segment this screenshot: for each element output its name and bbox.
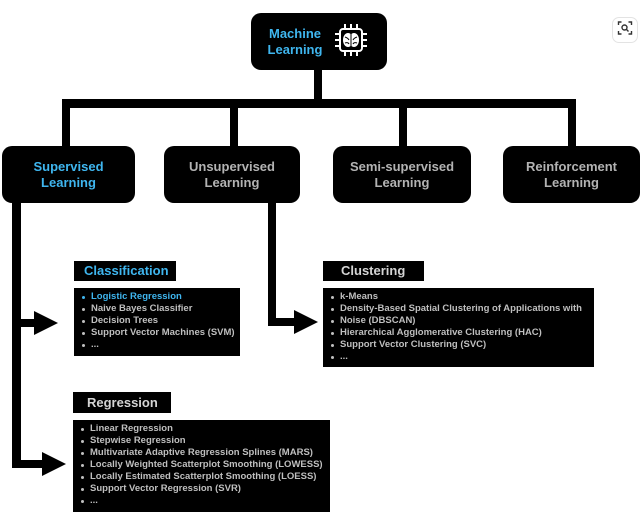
list-item: Locally Estimated Scatterplot Smoothing …: [80, 471, 324, 483]
list-item: ...: [81, 339, 234, 351]
list-item: Decision Trees: [81, 315, 234, 327]
brain-chip-icon: [333, 22, 369, 62]
category-label-line1: Semi-supervised: [349, 158, 455, 174]
category-label-line1: Reinforcement: [525, 158, 618, 174]
list-item: k-Means: [330, 291, 588, 303]
visual-search-icon: [617, 20, 633, 41]
root-node-machine-learning: Machine Learning: [251, 13, 387, 70]
classification-panel: Logistic Regression Naive Bayes Classifi…: [74, 288, 240, 356]
list-item: Hierarchical Agglomerative Clustering (H…: [330, 327, 588, 339]
list-item: Density-Based Spatial Clustering of Appl…: [330, 303, 588, 315]
visual-search-button[interactable]: [612, 17, 638, 43]
category-label-line1: Supervised: [33, 158, 104, 174]
category-label-line2: Learning: [204, 174, 260, 190]
category-reinforcement-learning: Reinforcement Learning: [503, 146, 640, 203]
category-unsupervised-learning: Unsupervised Learning: [164, 146, 300, 203]
list-item: Support Vector Machines (SVM): [81, 327, 235, 339]
clustering-header: Clustering: [323, 261, 424, 281]
list-item: Multivariate Adaptive Regression Splines…: [80, 447, 324, 459]
list-item: Linear Regression: [80, 423, 324, 435]
list-item: Noise (DBSCAN): [330, 315, 588, 327]
root-label-line2: Learning: [267, 41, 323, 57]
list-item: ...: [330, 351, 588, 363]
list-item: Locally Weighted Scatterplot Smoothing (…: [80, 459, 324, 471]
regression-header: Regression: [73, 392, 171, 413]
clustering-panel: k-Means Density-Based Spatial Clustering…: [323, 288, 594, 367]
regression-panel: Linear Regression Stepwise Regression Mu…: [73, 420, 330, 512]
root-label-line1: Machine: [268, 25, 321, 41]
classification-header: Classification: [74, 261, 176, 281]
list-item: Support Vector Regression (SVR): [80, 483, 324, 495]
list-item: Naive Bayes Classifier: [81, 303, 234, 315]
list-item: Logistic Regression: [81, 291, 234, 303]
category-supervised-learning: Supervised Learning: [2, 146, 135, 203]
list-item: Support Vector Clustering (SVC): [330, 339, 588, 351]
list-item: Stepwise Regression: [80, 435, 324, 447]
category-label-line1: Unsupervised: [189, 158, 275, 174]
category-label-line2: Learning: [544, 174, 599, 190]
category-semi-supervised-learning: Semi-supervised Learning: [333, 146, 471, 203]
category-label-line2: Learning: [41, 174, 96, 190]
list-item: ...: [80, 495, 324, 507]
category-label-line2: Learning: [374, 174, 430, 190]
